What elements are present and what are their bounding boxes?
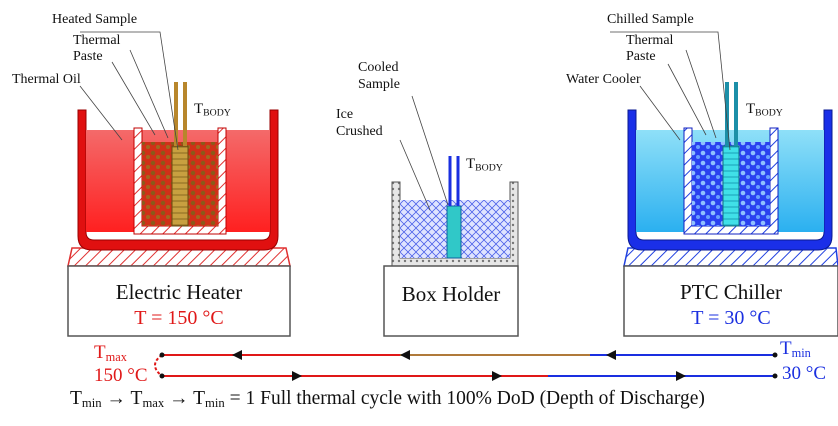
electric-heater-title: Electric Heater: [115, 280, 243, 304]
heated-sample-label: Heated Sample: [52, 12, 138, 27]
return-arrow-2: [400, 350, 410, 360]
thermal-cycle-path: [154, 350, 778, 381]
holder-tbody-label: TBODY: [466, 156, 503, 174]
tmax-node-top: [159, 352, 165, 358]
heater-box: [67, 265, 291, 337]
heater-outer-vessel: [77, 109, 279, 251]
crushed-ice-leader: [399, 139, 431, 211]
thermal-oil-leader: [79, 85, 123, 141]
chiller-paste-leader-2: [667, 63, 707, 136]
water-cooler-label: Water Cooler: [566, 72, 641, 87]
cooled-sample: [446, 205, 462, 259]
return-arrow-3: [606, 350, 616, 360]
return-arrow-1: [232, 350, 242, 360]
heater-paste-leader: [129, 49, 169, 139]
tmin-node-top: [772, 352, 778, 358]
chiller-tbody-label: TBODY: [746, 101, 783, 119]
box-holder-assembly: [383, 95, 519, 337]
cycle-caption: Tmin → Tmax → Tmin = 1 Full thermal cycl…: [70, 388, 705, 411]
chiller-outer-vessel: [627, 109, 833, 251]
chiller-paste-leader: [685, 49, 717, 139]
chiller-paste-label: Paste: [626, 49, 656, 64]
heater-tbody-label: TBODY: [194, 101, 231, 119]
electric-heater-assembly: [67, 31, 291, 337]
tmin-node-bottom: [772, 373, 778, 379]
chilled-sample-leader: [610, 31, 731, 151]
cooled-label: Cooled: [358, 60, 399, 75]
electric-heater-temp: T = 150 °C: [134, 307, 224, 329]
tmin-value: 30 °C: [782, 363, 827, 384]
chilled-sample: [722, 145, 740, 227]
tmax-value: 150 °C: [94, 365, 148, 386]
heated-sample: [171, 145, 189, 227]
heater-paste-leader-2: [111, 61, 156, 136]
chiller-thermal-label: Thermal: [626, 33, 674, 48]
forward-arrow-3: [676, 371, 686, 381]
hot-turnaround-curve: [154, 354, 163, 377]
crushed-label: Crushed: [336, 124, 383, 139]
ptc-chiller-temp: T = 30 °C: [691, 307, 771, 329]
heater-thermal-label: Thermal: [73, 33, 121, 48]
heated-sample-leader: [80, 31, 179, 151]
heater-paste-label: Paste: [73, 49, 103, 64]
ice-label: Ice: [336, 107, 354, 122]
sample-label: Sample: [358, 77, 400, 92]
forward-arrow-2: [492, 371, 502, 381]
thermal-oil-label: Thermal Oil: [12, 72, 81, 87]
chiller-base-plate: [623, 247, 838, 267]
chilled-sample-label: Chilled Sample: [607, 12, 694, 27]
ptc-chiller-title: PTC Chiller: [679, 280, 783, 304]
cooled-sample-leader: [411, 95, 449, 206]
forward-arrow-1: [292, 371, 302, 381]
tmax-label: Tmax: [94, 342, 127, 365]
box-holder-title: Box Holder: [401, 282, 501, 306]
tmax-node-bottom: [159, 373, 165, 379]
water-cooler-leader: [639, 85, 681, 141]
chiller-box: [623, 265, 838, 337]
holder-box: [383, 265, 519, 337]
tmin-label: Tmin: [780, 338, 811, 361]
ptc-chiller-assembly: [610, 31, 838, 337]
heater-base-plate: [67, 247, 291, 267]
